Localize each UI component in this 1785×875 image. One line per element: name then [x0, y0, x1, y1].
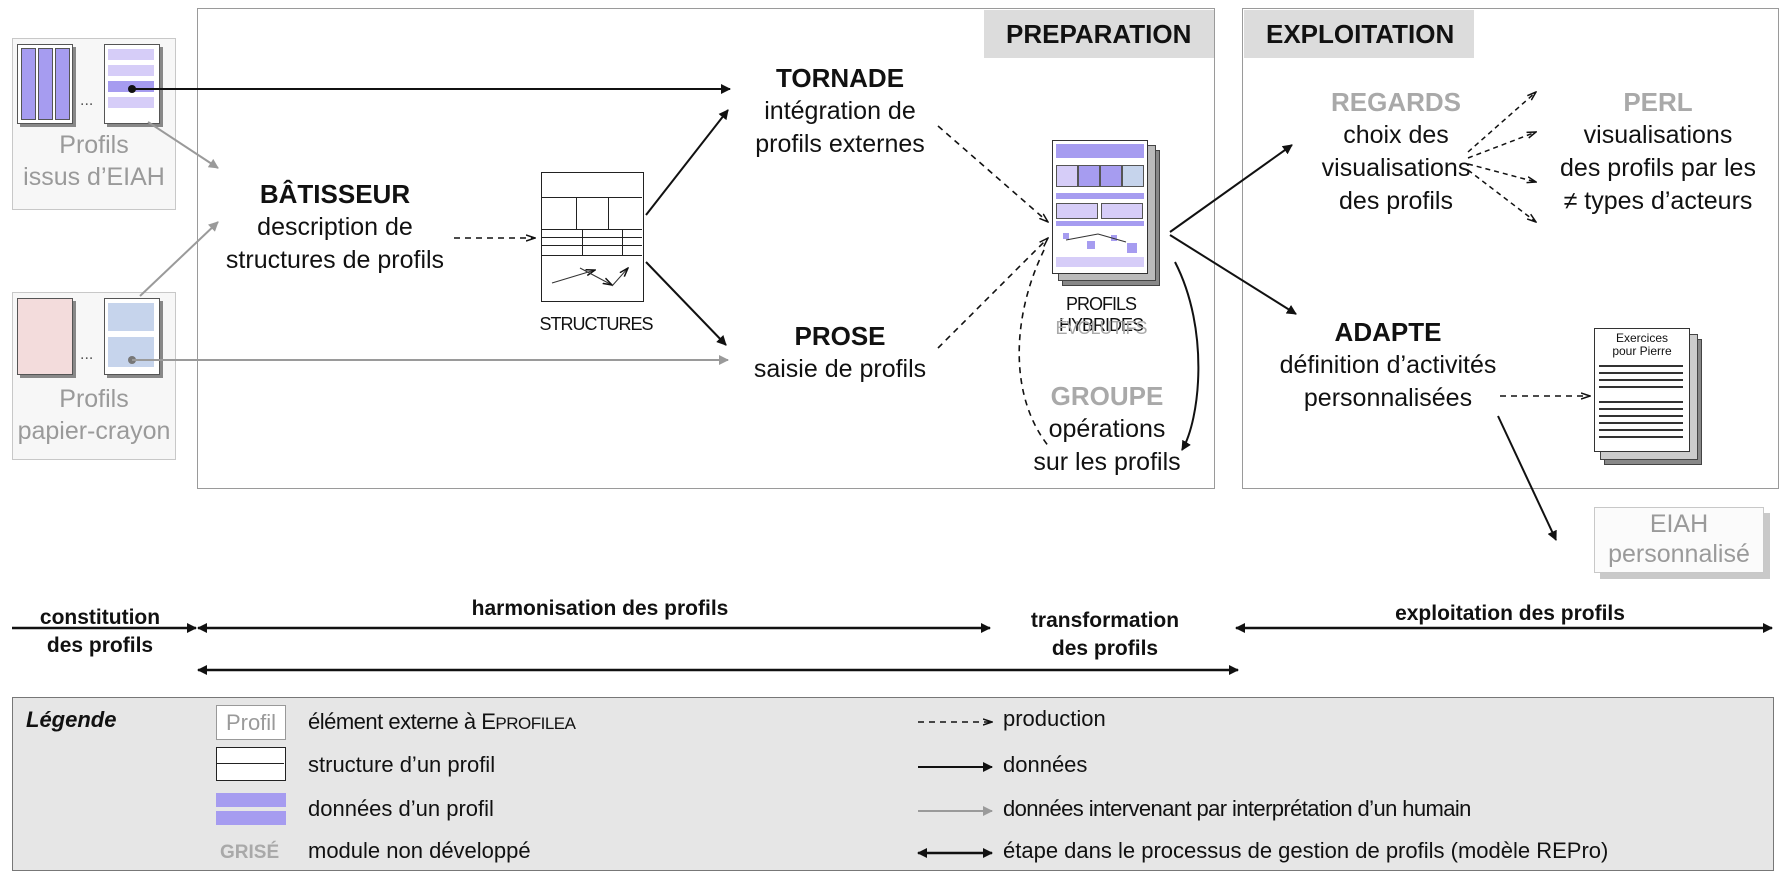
arrow-hybrides-regards: [1169, 144, 1293, 233]
structures-inner-arrows: [551, 268, 628, 287]
legend-production: production: [1003, 706, 1106, 731]
arrow-tornade-hybrides: [937, 125, 1048, 222]
phase-constitution-2: des profils: [46, 634, 154, 657]
regards-line3: des profils: [1339, 187, 1453, 215]
groupe-line1: opérations: [1048, 415, 1166, 443]
legend-panel: [12, 697, 1774, 871]
eiah-dots: ...: [80, 92, 94, 109]
eiah-perso-1: EIAH: [1649, 510, 1709, 538]
legend-donnees-icon: [216, 793, 286, 825]
hybrid-inner-arrows: [1065, 233, 1127, 243]
legend-profil-box: Profil: [216, 705, 286, 740]
exercise-doc-title-1: Exercices: [1615, 331, 1668, 345]
perl-line1: visualisations: [1583, 121, 1733, 149]
legend-grise: module non développé: [308, 838, 531, 863]
arrow-groupe-hybrides-loop-back: [1174, 261, 1200, 451]
exercise-doc-title-2: pour Pierre: [1612, 344, 1672, 358]
prose-name: PROSE: [794, 321, 886, 351]
arrow-structures-tornade: [645, 109, 729, 216]
legend-externe-text: élément externe à E: [308, 709, 496, 734]
arrow-adapte-eiah: [1497, 415, 1557, 541]
eiah-perso-2: personnalisé: [1608, 540, 1750, 568]
legend-structure: structure d’un profil: [308, 752, 496, 777]
arrow-paper-batisseur: [139, 221, 219, 297]
phase-constitution: constitution des profils: [20, 604, 180, 660]
phase-constitution-1: constitution: [39, 606, 161, 629]
module-groupe: GROUPE opérations sur les profils: [1017, 380, 1197, 479]
tornade-line2: profils externes: [755, 130, 925, 158]
prose-line1: saisie de profils: [753, 355, 927, 383]
tornade-name: TORNADE: [775, 63, 905, 93]
adapte-line1: définition d’activités: [1279, 351, 1497, 379]
legend-donnees: données: [1003, 752, 1088, 777]
groupe-name: GROUPE: [1050, 381, 1164, 411]
eiah-perso-box: EIAH personnalisé: [1594, 507, 1764, 573]
module-prose: PROSE saisie de profils: [740, 320, 940, 386]
legend-donnees-profil: données d’un profil: [308, 796, 494, 821]
module-batisseur: BÂTISSEUR description de structures de p…: [220, 178, 450, 277]
legend-title: Légende: [26, 707, 117, 732]
legend-externe-sc: PROFILEA: [495, 714, 576, 733]
arrow-eiah-batisseur: [147, 121, 219, 169]
regards-name: REGARDS: [1330, 87, 1461, 117]
structures-label: STRUCTURES: [539, 314, 653, 334]
paper-profile-pink-icon: [17, 298, 73, 375]
phase-transformation: transformation des profils: [1000, 607, 1210, 663]
paper-label-2: papier-crayon: [17, 417, 171, 445]
adapte-name: ADAPTE: [1334, 317, 1442, 347]
legend-externe: élément externe à EPROFILEA: [308, 709, 576, 735]
legend-etape: étape dans le processus de gestion de pr…: [1003, 838, 1609, 863]
module-regards: REGARDS choix des visualisations des pro…: [1296, 86, 1496, 218]
phase-harmonisation: harmonisation des profils: [471, 597, 729, 620]
regards-line2: visualisations: [1321, 154, 1471, 182]
preparation-header: PREPARATION: [984, 10, 1214, 58]
arrow-hybrides-adapte: [1169, 234, 1297, 315]
arrow-prose-hybrides: [937, 238, 1048, 349]
exercise-doc-icon: Exercices pour Pierre: [1594, 328, 1690, 452]
module-adapte: ADAPTE définition d’activités personnali…: [1268, 316, 1508, 415]
eiah-profile-columns-icon: [17, 44, 73, 124]
batisseur-line2: structures de profils: [225, 246, 445, 274]
legend-structure-icon: [216, 747, 286, 781]
module-tornade: TORNADE intégration de profils externes: [740, 62, 940, 161]
hybrides-label-2: ÉVOLUTIFS: [1055, 318, 1147, 338]
perl-name: PERL: [1623, 87, 1693, 117]
groupe-line2: sur les profils: [1033, 448, 1181, 476]
legend-grise-word: GRISÉ: [220, 842, 280, 863]
phase-transformation-2: des profils: [1051, 637, 1159, 660]
arrow-hybrides-groupe-loop-out: [1018, 249, 1051, 449]
perl-line2: des profils par les: [1560, 154, 1756, 182]
exploitation-header: EXPLOITATION: [1244, 10, 1474, 58]
perl-line3: ≠ types d’acteurs: [1563, 187, 1753, 215]
eiah-label-1: Profils: [59, 131, 129, 159]
arrow-structures-prose: [645, 261, 727, 346]
tornade-line1: intégration de: [764, 97, 916, 125]
eiah-label-2: issus d’EIAH: [23, 163, 165, 191]
module-perl: PERL visualisations des profils par les …: [1548, 86, 1768, 218]
phase-exploitation: exploitation des profils: [1395, 602, 1625, 625]
structures-icon: [541, 172, 644, 302]
batisseur-line1: description de: [257, 213, 413, 241]
arrows-regards-perl: [1467, 92, 1536, 222]
adapte-line2: personnalisées: [1303, 384, 1473, 412]
regards-line1: choix des: [1343, 121, 1449, 149]
phase-transformation-1: transformation: [1030, 609, 1180, 632]
legend-profil-label: Profil: [225, 710, 277, 735]
batisseur-name: BÂTISSEUR: [259, 179, 411, 209]
hybrides-label-1: PROFILS HYBRIDES: [1058, 294, 1144, 335]
legend-humain: données intervenant par interprétation d…: [1003, 796, 1471, 821]
paper-label-1: Profils: [59, 385, 129, 413]
hybrid-profile-icon: [1052, 140, 1148, 274]
paper-dots: ...: [80, 346, 94, 363]
